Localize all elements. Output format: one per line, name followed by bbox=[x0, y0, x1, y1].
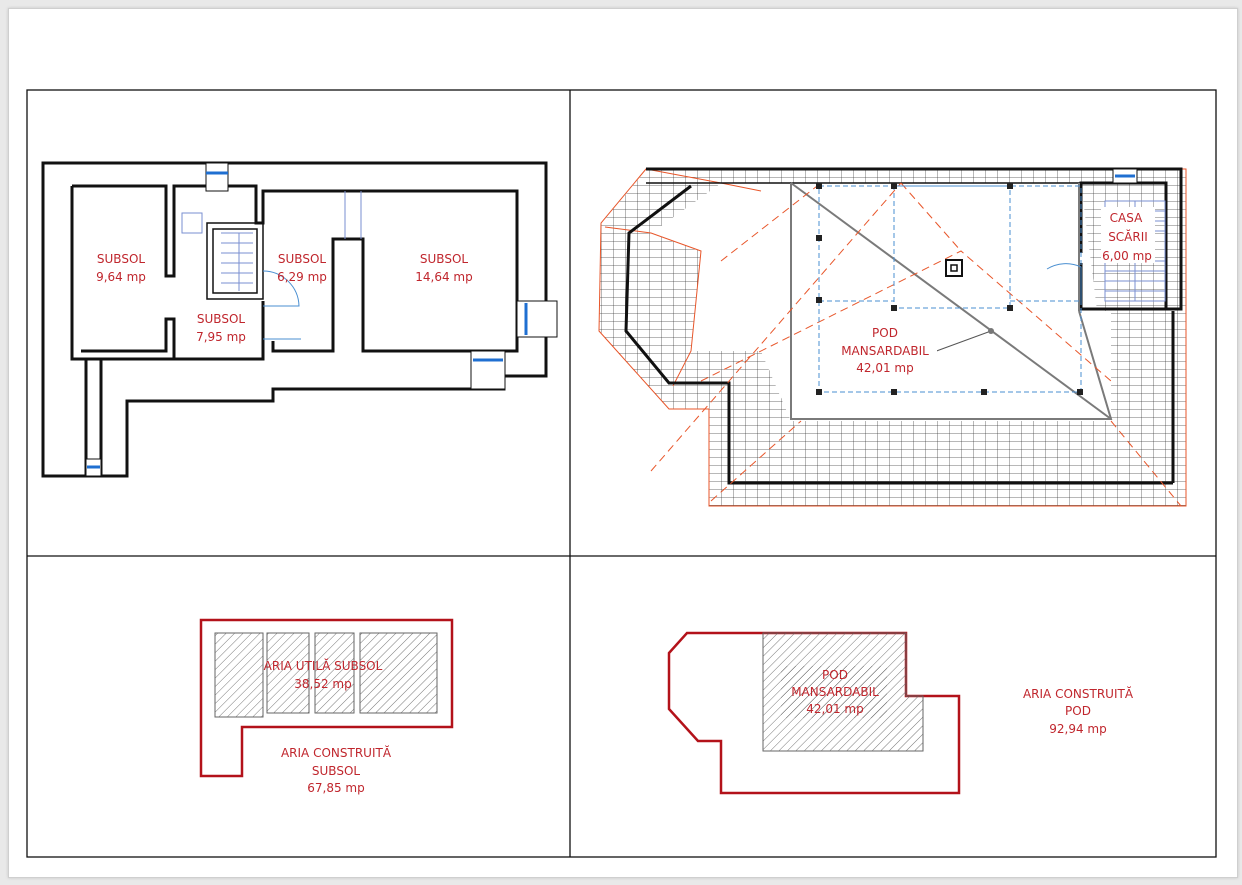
drawing-sheet: SUBSOL 9,64 mp SUBSOL 6,29 mp SUBSOL 14,… bbox=[8, 8, 1238, 878]
stair-label-line2: SCĂRII bbox=[1108, 229, 1148, 244]
room-label-subsol-4: SUBSOL bbox=[197, 312, 245, 326]
useful-area-value-basement: 38,52 mp bbox=[294, 677, 351, 691]
pod-summary-line1: POD bbox=[822, 668, 848, 682]
pod-label-line1: POD bbox=[872, 326, 898, 340]
room-area-subsol-2: 6,29 mp bbox=[277, 270, 327, 284]
built-area-label-attic-2: POD bbox=[1065, 704, 1091, 718]
stairs-basement bbox=[221, 232, 253, 291]
built-area-value-attic: 92,94 mp bbox=[1049, 722, 1106, 736]
pod-label-line2: MANSARDABIL bbox=[841, 344, 929, 358]
pod-summary-line2: MANSARDABIL bbox=[791, 685, 879, 699]
room-label-subsol-2: SUBSOL bbox=[278, 252, 326, 266]
room-area-subsol-4: 7,95 mp bbox=[196, 330, 246, 344]
windows-basement bbox=[85, 162, 558, 477]
pod-summary-area: 42,01 mp bbox=[806, 702, 863, 716]
built-area-label-basement-1: ARIA CONSTRUITĂ bbox=[281, 745, 392, 760]
pod-area: 42,01 mp bbox=[856, 361, 913, 375]
built-area-label-attic-1: ARIA CONSTRUITĂ bbox=[1023, 686, 1134, 701]
built-area-label-basement-2: SUBSOL bbox=[312, 764, 360, 778]
built-area-value-basement: 67,85 mp bbox=[307, 781, 364, 795]
basement-area-summary: ARIA UTILĂ SUBSOL 38,52 mp ARIA CONSTRUI… bbox=[199, 618, 454, 795]
stair-label-line1: CASA bbox=[1110, 211, 1143, 225]
basement-plan: SUBSOL 9,64 mp SUBSOL 6,29 mp SUBSOL 14,… bbox=[41, 161, 558, 478]
room-label-subsol-3: SUBSOL bbox=[420, 252, 468, 266]
sheet-grid bbox=[26, 89, 1217, 858]
stair-area: 6,00 mp bbox=[1102, 249, 1152, 263]
room-label-subsol-1: SUBSOL bbox=[97, 252, 145, 266]
attic-area-summary: POD MANSARDABIL 42,01 mp ARIA CONSTRUITĂ… bbox=[667, 631, 1134, 795]
plan-drawing: SUBSOL 9,64 mp SUBSOL 6,29 mp SUBSOL 14,… bbox=[26, 89, 1217, 858]
room-area-subsol-3: 14,64 mp bbox=[415, 270, 472, 284]
room-area-subsol-1: 9,64 mp bbox=[96, 270, 146, 284]
attic-plan: CASA SCĂRII 6,00 mp POD MANSARDABIL 42,0… bbox=[598, 167, 1187, 507]
useful-area-label-basement: ARIA UTILĂ SUBSOL bbox=[264, 658, 383, 673]
